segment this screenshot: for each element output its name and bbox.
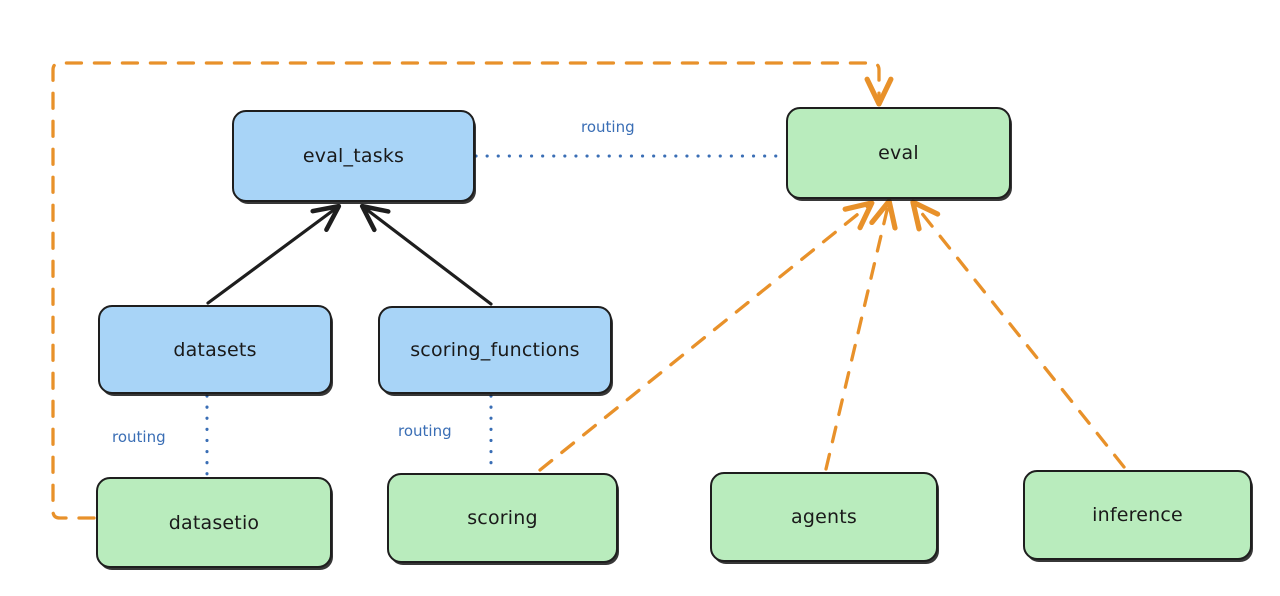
node-label-datasetio: datasetio: [168, 511, 260, 534]
node-scoring-functions[interactable]: scoring_functions: [378, 306, 612, 394]
node-eval-tasks[interactable]: eval_tasks: [232, 110, 475, 202]
node-label-eval: eval: [878, 142, 919, 164]
node-datasets[interactable]: datasets: [98, 305, 332, 394]
node-eval[interactable]: eval: [786, 107, 1011, 199]
edge-label-routing-scoring-functions-scoring: routing: [398, 422, 452, 440]
edge-inference-to-eval: [916, 206, 1126, 469]
edge-datasets-to-eval-tasks: [206, 203, 342, 305]
node-label-agents: agents: [791, 506, 857, 528]
node-label-scoring-functions: scoring_functions: [410, 339, 580, 361]
node-label-datasets: datasets: [173, 338, 257, 361]
node-inference[interactable]: inference: [1023, 470, 1252, 560]
node-label-scoring: scoring: [467, 507, 538, 529]
edge-scoring-to-eval: [538, 206, 868, 472]
node-label-inference: inference: [1092, 504, 1183, 526]
node-agents[interactable]: agents: [710, 472, 938, 562]
node-scoring[interactable]: scoring: [387, 473, 618, 563]
edge-datasetio-to-eval: [51, 61, 879, 520]
edge-scoring-functions-to-eval-tasks: [359, 203, 493, 306]
node-label-eval-tasks: eval_tasks: [302, 145, 405, 167]
edge-label-routing-eval-tasks-eval: routing: [581, 118, 635, 136]
edge-agents-to-eval: [824, 206, 888, 471]
edge-label-routing-datasets-datasetio: routing: [112, 428, 166, 446]
node-datasetio[interactable]: datasetio: [96, 477, 332, 568]
